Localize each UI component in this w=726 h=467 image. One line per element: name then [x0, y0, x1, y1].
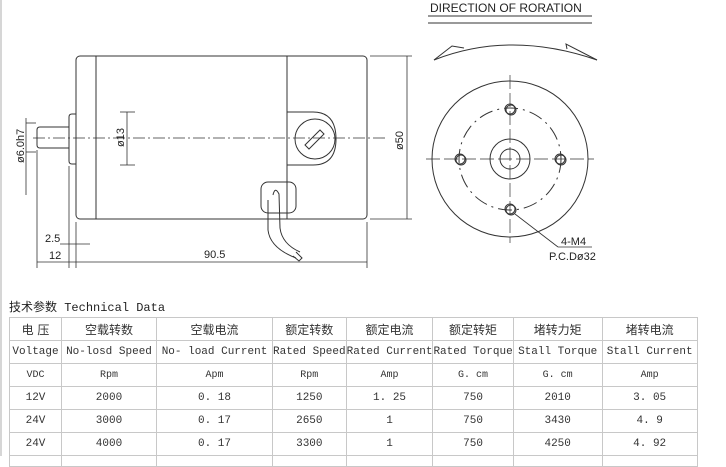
motor-side-view [33, 55, 385, 262]
header-cn: 额定转矩 [432, 317, 514, 341]
dim-body-length: 90.5 [204, 249, 225, 261]
cell-noload-speed: 3000 [61, 409, 157, 433]
header-cn: 空载转数 [61, 317, 157, 341]
table-row: 12V 2000 0. 18 1250 1. 25 750 2010 3. 05 [9, 386, 698, 410]
cell-stall-current: 4. 92 [601, 432, 698, 456]
table-caption: 技术参数 Technical Data [9, 298, 165, 315]
cell-stall-current: 4. 9 [601, 409, 698, 433]
cell-noload-speed: 2000 [61, 386, 157, 410]
dim-boss-diameter: ø13 [115, 128, 127, 147]
cell-stall-torque: 4250 [512, 432, 603, 456]
page-left-border [0, 0, 2, 456]
cell-stall-torque: 3430 [512, 409, 603, 433]
cell-voltage: 24V [9, 409, 62, 433]
header-row-unit: VDC Rpm Apm Rpm Amp G. cm G. cm Amp [9, 363, 698, 387]
caption-en: Technical Data [64, 301, 166, 315]
cell-rated-torque: 750 [432, 386, 514, 410]
cell-rated-torque: 750 [432, 409, 514, 433]
cell-rated-current: 1 [345, 409, 434, 433]
header-unit: VDC [9, 363, 62, 387]
cell-noload-current: 0. 18 [156, 386, 273, 410]
header-en: Voltage [9, 340, 62, 364]
cell-noload-current: 0. 17 [156, 409, 273, 433]
cell-rated-torque: 750 [432, 432, 514, 456]
header-en: Rated Torque [432, 340, 514, 364]
cell-voltage: 12V [9, 386, 62, 410]
dim-boss-length: 2.5 [45, 233, 60, 245]
header-en: No- load Current [156, 340, 273, 364]
header-unit: Amp [345, 363, 434, 387]
header-en: No-losd Speed [61, 340, 157, 364]
cell-rated-speed: 3300 [272, 432, 347, 456]
header-unit: G. cm [432, 363, 514, 387]
header-unit: Amp [601, 363, 698, 387]
header-unit: Rpm [272, 363, 347, 387]
cell-noload-speed: 4000 [61, 432, 157, 456]
cell-rated-speed: 1250 [272, 386, 347, 410]
table-row-empty [9, 455, 698, 467]
header-unit: G. cm [512, 363, 603, 387]
caption-cn: 技术参数 [9, 300, 58, 314]
hole-spec-label: 4-M4 [561, 236, 586, 248]
dim-shaft-length: 12 [49, 250, 61, 262]
header-en: Rated Current [345, 340, 434, 364]
header-cn: 堵转电流 [601, 317, 698, 341]
header-row-en: Voltage No-losd Speed No- load Current R… [9, 340, 698, 364]
header-en: Rated Speed [272, 340, 347, 364]
header-cn: 额定电流 [345, 317, 434, 341]
header-unit: Apm [156, 363, 273, 387]
header-cn: 额定转数 [272, 317, 347, 341]
table-row: 24V 3000 0. 17 2650 1 750 3430 4. 9 [9, 409, 698, 433]
header-cn: 电 压 [9, 317, 62, 341]
motor-technical-drawing: ø6.0h7 ø13 ø50 2.5 12 90.5 DIRECTION OF … [15, 1, 598, 268]
cell-rated-current: 1. 25 [345, 386, 434, 410]
header-en: Stall Torque [512, 340, 603, 364]
cell-rated-current: 1 [345, 432, 434, 456]
header-cn: 堵转力矩 [512, 317, 603, 341]
table-row: 24V 4000 0. 17 3300 1 750 4250 4. 92 [9, 432, 698, 456]
cell-voltage: 24V [9, 432, 62, 456]
header-unit: Rpm [61, 363, 157, 387]
rotation-direction-title: DIRECTION OF RORATION [430, 1, 582, 15]
dim-body-diameter: ø50 [394, 131, 406, 150]
header-en: Stall Current [601, 340, 698, 364]
dimension-lines [25, 55, 412, 268]
pitch-circle-label: P.C.Dø32 [549, 251, 596, 263]
header-cn: 空载电流 [156, 317, 273, 341]
technical-data-table: 电 压 空载转数 空载电流 额定转数 额定电流 额定转矩 堵转力矩 堵转电流 V… [9, 317, 698, 467]
cell-rated-speed: 2650 [272, 409, 347, 433]
motor-front-view [426, 15, 598, 248]
cell-noload-current: 0. 17 [156, 432, 273, 456]
cell-stall-torque: 2010 [512, 386, 603, 410]
dim-shaft-diameter: ø6.0h7 [15, 129, 27, 163]
header-row-cn: 电 压 空载转数 空载电流 额定转数 额定电流 额定转矩 堵转力矩 堵转电流 [9, 317, 698, 341]
cell-stall-current: 3. 05 [601, 386, 698, 410]
